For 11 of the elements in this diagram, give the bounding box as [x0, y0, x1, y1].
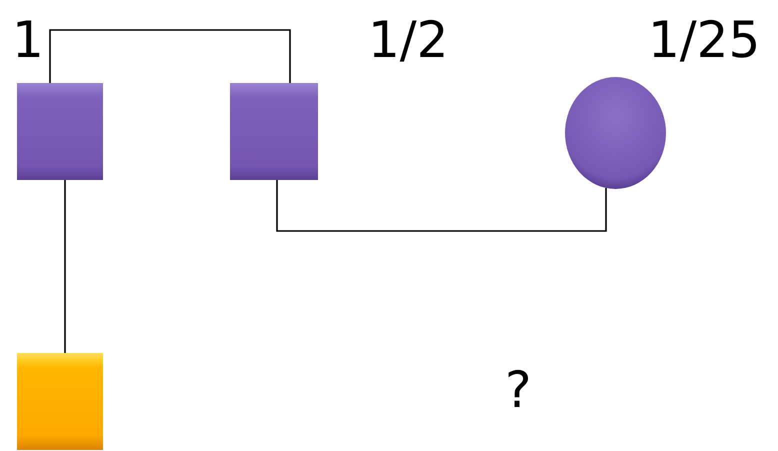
pedigree-square [230, 83, 318, 180]
ratio-label: 1/25 [648, 15, 760, 65]
pedigree-circle [565, 77, 666, 189]
ratio-label: 1 [12, 15, 44, 65]
question-mark-label: ? [505, 365, 532, 415]
pedigree-line [276, 180, 607, 232]
pedigree-square [17, 353, 103, 450]
ratio-label: 1/2 [368, 15, 448, 65]
pedigree-square [17, 83, 103, 180]
pedigree-line [49, 29, 291, 83]
pedigree-line [64, 180, 66, 353]
